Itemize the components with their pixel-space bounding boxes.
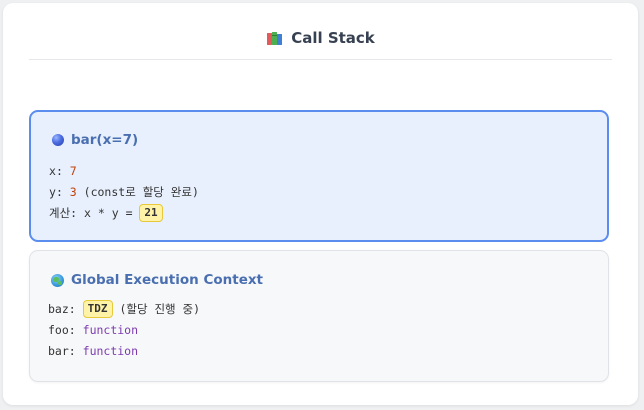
frame-variables: x: 7 y: 3 (const로 할당 완료) 계산: x * y = 21 bbox=[49, 160, 199, 223]
var-value: 7 bbox=[69, 163, 77, 178]
stack-frame-bar[interactable]: bar(x=7) x: 7 y: 3 (const로 할당 완료) 계산: x … bbox=[29, 110, 609, 242]
frame-variables: baz: TDZ (할당 진행 중) foo: function bar: fu… bbox=[48, 298, 200, 361]
var-name: baz bbox=[48, 301, 69, 316]
globe-icon bbox=[51, 273, 64, 287]
variable-row-bar: bar: function bbox=[48, 340, 200, 361]
variable-row-foo: foo: function bbox=[48, 319, 200, 340]
panel-header: Call Stack bbox=[29, 25, 612, 60]
stack-frame-global[interactable]: Global Execution Context baz: TDZ (할당 진행… bbox=[29, 250, 609, 382]
tdz-badge: TDZ bbox=[82, 299, 113, 318]
header-title-group: Call Stack bbox=[266, 29, 375, 47]
result-badge: 21 bbox=[139, 203, 163, 222]
var-name: y bbox=[49, 184, 56, 199]
var-value: function bbox=[82, 322, 139, 337]
blue-ball-icon bbox=[52, 134, 64, 146]
variable-row-x: x: 7 bbox=[49, 160, 199, 181]
variable-row-baz: baz: TDZ (할당 진행 중) bbox=[48, 298, 200, 319]
var-sep: : bbox=[68, 343, 83, 358]
var-sep: : bbox=[55, 163, 70, 178]
var-sep: : bbox=[70, 205, 85, 220]
var-note: (const로 할당 완료) bbox=[76, 184, 199, 199]
var-name: bar bbox=[48, 343, 69, 358]
var-name: x bbox=[49, 163, 56, 178]
frame-title: Global Execution Context bbox=[51, 272, 263, 288]
calculation-row: 계산: x * y = 21 bbox=[49, 202, 199, 223]
var-sep: : bbox=[68, 301, 83, 316]
books-icon bbox=[267, 31, 283, 45]
variable-row-y: y: 3 (const로 할당 완료) bbox=[49, 181, 199, 202]
call-stack-panel: Call Stack bar(x=7) x: 7 y: 3 (const로 할당… bbox=[3, 3, 638, 405]
var-sep: : bbox=[55, 184, 70, 199]
var-note: (할당 진행 중) bbox=[112, 301, 201, 316]
calc-expression: x * y = bbox=[84, 205, 140, 220]
var-name: foo bbox=[48, 322, 69, 337]
var-name: 계산 bbox=[49, 205, 71, 220]
frame-title: bar(x=7) bbox=[52, 132, 138, 148]
var-value: function bbox=[82, 343, 139, 358]
frame-title-label: Global Execution Context bbox=[71, 272, 264, 288]
frame-title-label: bar(x=7) bbox=[71, 132, 139, 148]
page-title: Call Stack bbox=[291, 29, 375, 47]
var-sep: : bbox=[68, 322, 83, 337]
var-value: 3 bbox=[69, 184, 77, 199]
